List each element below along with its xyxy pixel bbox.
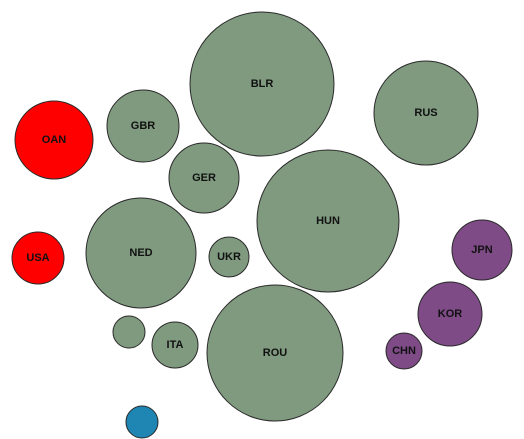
bubble-ned[interactable] (85, 197, 197, 309)
bubble-label-oan: OAN (42, 134, 67, 146)
bubble-label-ger: GER (192, 172, 216, 184)
bubble-label-gbr: GBR (131, 120, 156, 132)
bubble-ger[interactable] (168, 142, 240, 214)
bubble-hun[interactable] (256, 149, 400, 293)
bubble-label-hun: HUN (316, 215, 340, 227)
bubble-unlabeled-13[interactable] (112, 315, 146, 349)
bubble-chn[interactable] (385, 332, 423, 370)
bubble-rus[interactable] (373, 60, 479, 166)
bubble-usa[interactable] (11, 231, 65, 285)
bubble-gbr[interactable] (106, 89, 180, 163)
bubble-rou[interactable] (206, 284, 344, 422)
bubble-unlabeled-15[interactable] (125, 405, 159, 439)
bubble-kor[interactable] (417, 281, 483, 347)
bubble-blr[interactable] (189, 11, 335, 157)
bubble-label-rus: RUS (414, 107, 437, 119)
bubble-oan[interactable] (14, 100, 94, 180)
bubble-label-jpn: JPN (471, 244, 492, 256)
bubble-ita[interactable] (151, 321, 199, 369)
bubble-label-rou: ROU (263, 347, 288, 359)
bubble-label-kor: KOR (438, 308, 463, 320)
bubble-label-chn: CHN (392, 345, 416, 357)
bubble-label-ita: ITA (167, 339, 184, 351)
bubble-label-ukr: UKR (217, 251, 241, 263)
bubble-label-usa: USA (26, 252, 49, 264)
bubble-label-blr: BLR (251, 78, 274, 90)
bubble-jpn[interactable] (451, 219, 513, 281)
bubble-ukr[interactable] (208, 236, 250, 278)
bubble-label-ned: NED (129, 247, 152, 259)
